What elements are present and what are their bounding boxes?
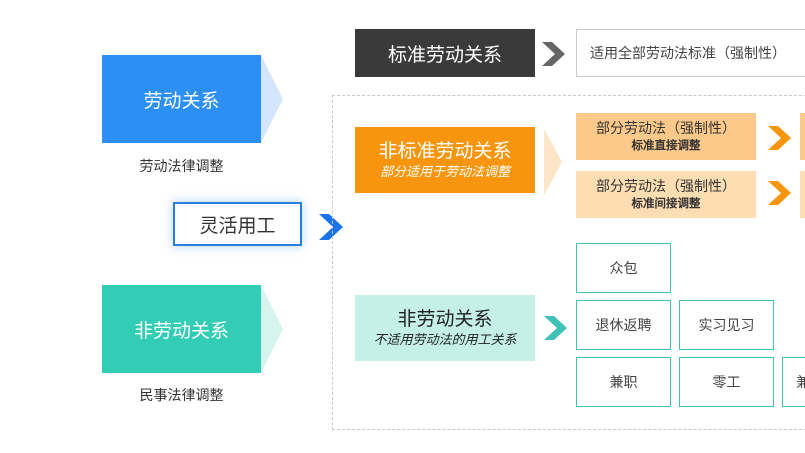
civil-law-caption: 民事法律调整 — [139, 388, 224, 404]
crowdsourcing-box: 众包 — [576, 243, 671, 293]
non-labor-relation-label: 非劳动关系 — [133, 319, 229, 342]
flexible-employment-region — [332, 95, 805, 430]
internship-box: 实习见习 — [679, 300, 774, 350]
non-labor-relation-detail-box: 非劳动关系 不适用劳动法的用工关系 — [355, 295, 535, 361]
nonstandard-labor-relation-sub: 部分适用于劳动法调整 — [379, 165, 510, 180]
retired-rehire-box: 退休返聘 — [576, 300, 671, 350]
flexible-employment-label: 灵活用工 — [199, 214, 276, 237]
nonstandard-arrow-icon — [544, 129, 562, 195]
odd-job-box: 零工 — [679, 357, 774, 407]
non-labor-relation-detail-sub: 不适用劳动法的用工关系 — [373, 333, 517, 348]
non-labor-relation-box: 非劳动关系 — [102, 285, 261, 373]
standard-labor-relation-label: 标准劳动关系 — [387, 43, 502, 66]
partial-labor-law-direct-box: 部分劳动法（强制性） 标准直接调整 — [576, 113, 756, 160]
indirect-cut-off-box — [800, 171, 805, 218]
indirect-chevron-icon — [768, 181, 791, 205]
non-labor-relation-detail-label: 非劳动关系 — [397, 308, 493, 330]
standard-description-text: 适用全部劳动法标准（强制性） — [590, 46, 786, 62]
flexible-employment-chevron-icon — [319, 214, 343, 240]
direct-chevron-icon — [768, 126, 791, 150]
partial-labor-law-indirect-main: 部分劳动法（强制性） — [596, 179, 736, 195]
non-labor-chevron-icon — [544, 316, 567, 340]
non-labor-relation-arrow-icon — [261, 285, 283, 373]
partial-labor-law-indirect-sub: 标准间接调整 — [631, 196, 701, 210]
part-time-box: 兼职 — [576, 357, 671, 407]
partial-labor-law-direct-main: 部分劳动法（强制性） — [596, 121, 736, 137]
flexible-employment-box: 灵活用工 — [173, 202, 302, 246]
partial-labor-law-direct-sub: 标准直接调整 — [631, 138, 701, 152]
standard-labor-relation-box: 标准劳动关系 — [355, 29, 535, 77]
labor-relation-arrow-icon — [261, 55, 283, 143]
labor-relation-label: 劳动关系 — [143, 89, 220, 112]
nonstandard-labor-relation-label: 非标准劳动关系 — [378, 140, 512, 162]
labor-relation-box: 劳动关系 — [102, 55, 261, 143]
labor-law-caption: 劳动法律调整 — [139, 159, 224, 175]
direct-cut-off-box — [800, 113, 805, 160]
nonstandard-labor-relation-box: 非标准劳动关系 部分适用于劳动法调整 — [355, 127, 535, 193]
standard-chevron-icon — [542, 42, 565, 66]
partial-labor-law-indirect-box: 部分劳动法（强制性） 标准间接调整 — [576, 171, 756, 218]
standard-description-box: 适用全部劳动法标准（强制性） — [576, 29, 805, 77]
cut-off-type-box: 兼 — [782, 357, 805, 407]
